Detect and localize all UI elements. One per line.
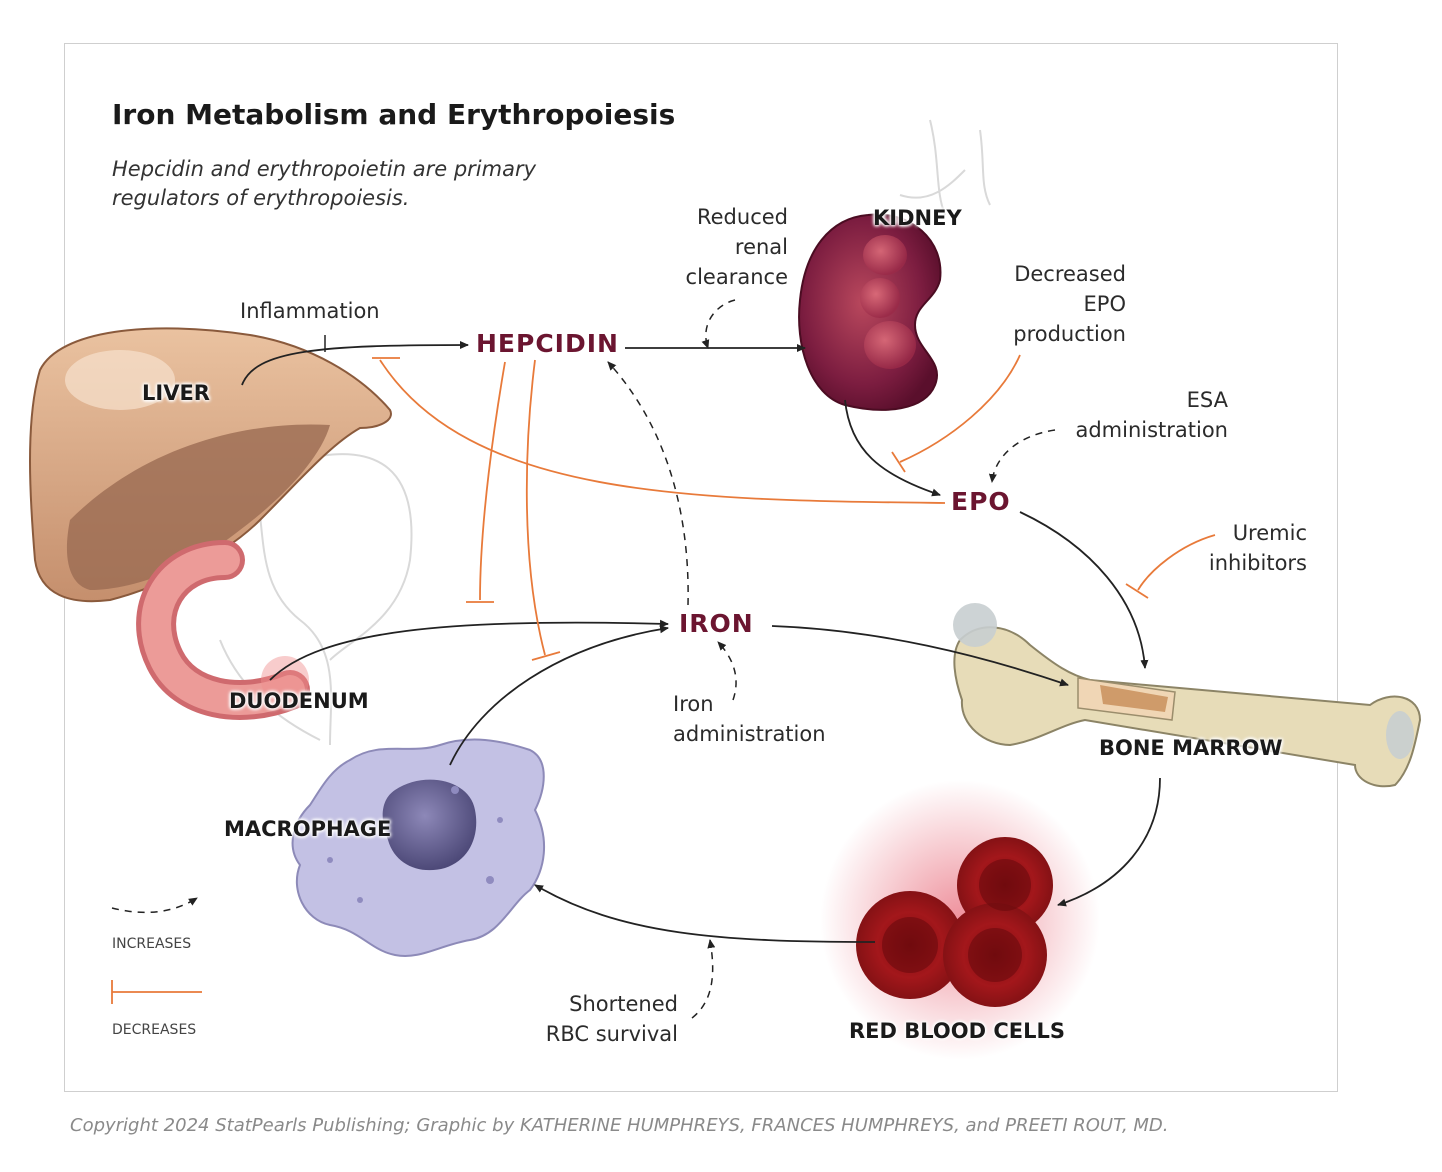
decreased-epo-production-note: Decreased EPO production	[1013, 262, 1126, 346]
arrow-rbc-to-macrophage	[534, 884, 876, 943]
red-blood-cells-label: RED BLOOD CELLS	[849, 1019, 1065, 1043]
liver-label: LIVER	[142, 381, 210, 405]
legend-increases-arrow	[111, 897, 198, 914]
duodenum-illustration	[136, 540, 310, 720]
legend-decreases-label: DECREASES	[112, 1022, 197, 1038]
inhibit-hepcidin-macrophage	[525, 359, 546, 656]
iron-label: IRON	[679, 609, 754, 638]
inhibition-lines	[111, 354, 1216, 1004]
page-subtitle: Hepcidin and erythropoietin are primary …	[112, 157, 537, 210]
arrow-kidney-to-epo	[844, 399, 941, 497]
kidney-label: KIDNEY	[873, 206, 962, 230]
esa-administration-note: ESA administration	[1075, 388, 1228, 442]
kidney-illustration	[798, 213, 942, 411]
duodenum-label: DUODENUM	[229, 689, 369, 713]
inhibit-uremic	[1137, 534, 1216, 591]
dashed-arrow-esa-administration	[988, 429, 1056, 483]
liver-illustration	[29, 327, 392, 603]
shortened-rbc-survival-note: Shortened RBC survival	[545, 992, 678, 1046]
reduced-renal-clearance-note: Reduced renal clearance	[685, 205, 788, 289]
iron-administration-note: Iron administration	[673, 692, 826, 746]
bone-illustration	[953, 603, 1422, 788]
arrow-epo-to-bone-marrow	[1019, 511, 1149, 669]
red-blood-cells-illustration	[820, 780, 1100, 1060]
arrow-iron-to-bone-marrow	[771, 625, 1069, 687]
arrow-macrophage-to-iron	[449, 625, 669, 766]
uremic-inhibitors-note: Uremic inhibitors	[1208, 521, 1307, 575]
dashed-arrow-iron-to-hepcidin	[607, 361, 689, 606]
page-title: Iron Metabolism and Erythropoiesis	[112, 98, 676, 131]
inhibit-epo-to-hepcidin	[379, 359, 946, 504]
epo-label: EPO	[951, 487, 1011, 516]
dashed-arrow-shortened-rbc-survival	[691, 939, 716, 1019]
dashed-arrow-iron-administration	[717, 641, 737, 701]
hepcidin-label: HEPCIDIN	[476, 329, 619, 358]
copyright-notice: Copyright 2024 StatPearls Publishing; Gr…	[70, 1115, 1169, 1136]
arrow-duodenum-to-iron	[269, 619, 669, 681]
inflammation-note: Inflammation	[240, 299, 380, 323]
legend-increases-label: INCREASES	[112, 936, 192, 952]
figure-frame	[64, 43, 1338, 1092]
arrow-liver-to-hepcidin	[241, 341, 469, 386]
bone-marrow-label: BONE MARROW	[1099, 736, 1283, 760]
stimulation-arrows	[241, 341, 1161, 943]
dashed-arrow-renal-clearance	[701, 299, 736, 349]
inhibit-hepcidin-duodenum	[479, 361, 506, 601]
arrow-bone-marrow-to-rbc	[1057, 777, 1161, 907]
macrophage-illustration	[291, 738, 546, 957]
inhibit-decreased-epo-production	[899, 354, 1021, 463]
macrophage-label: MACROPHAGE	[224, 817, 392, 841]
increase-arrows	[111, 299, 1056, 1019]
